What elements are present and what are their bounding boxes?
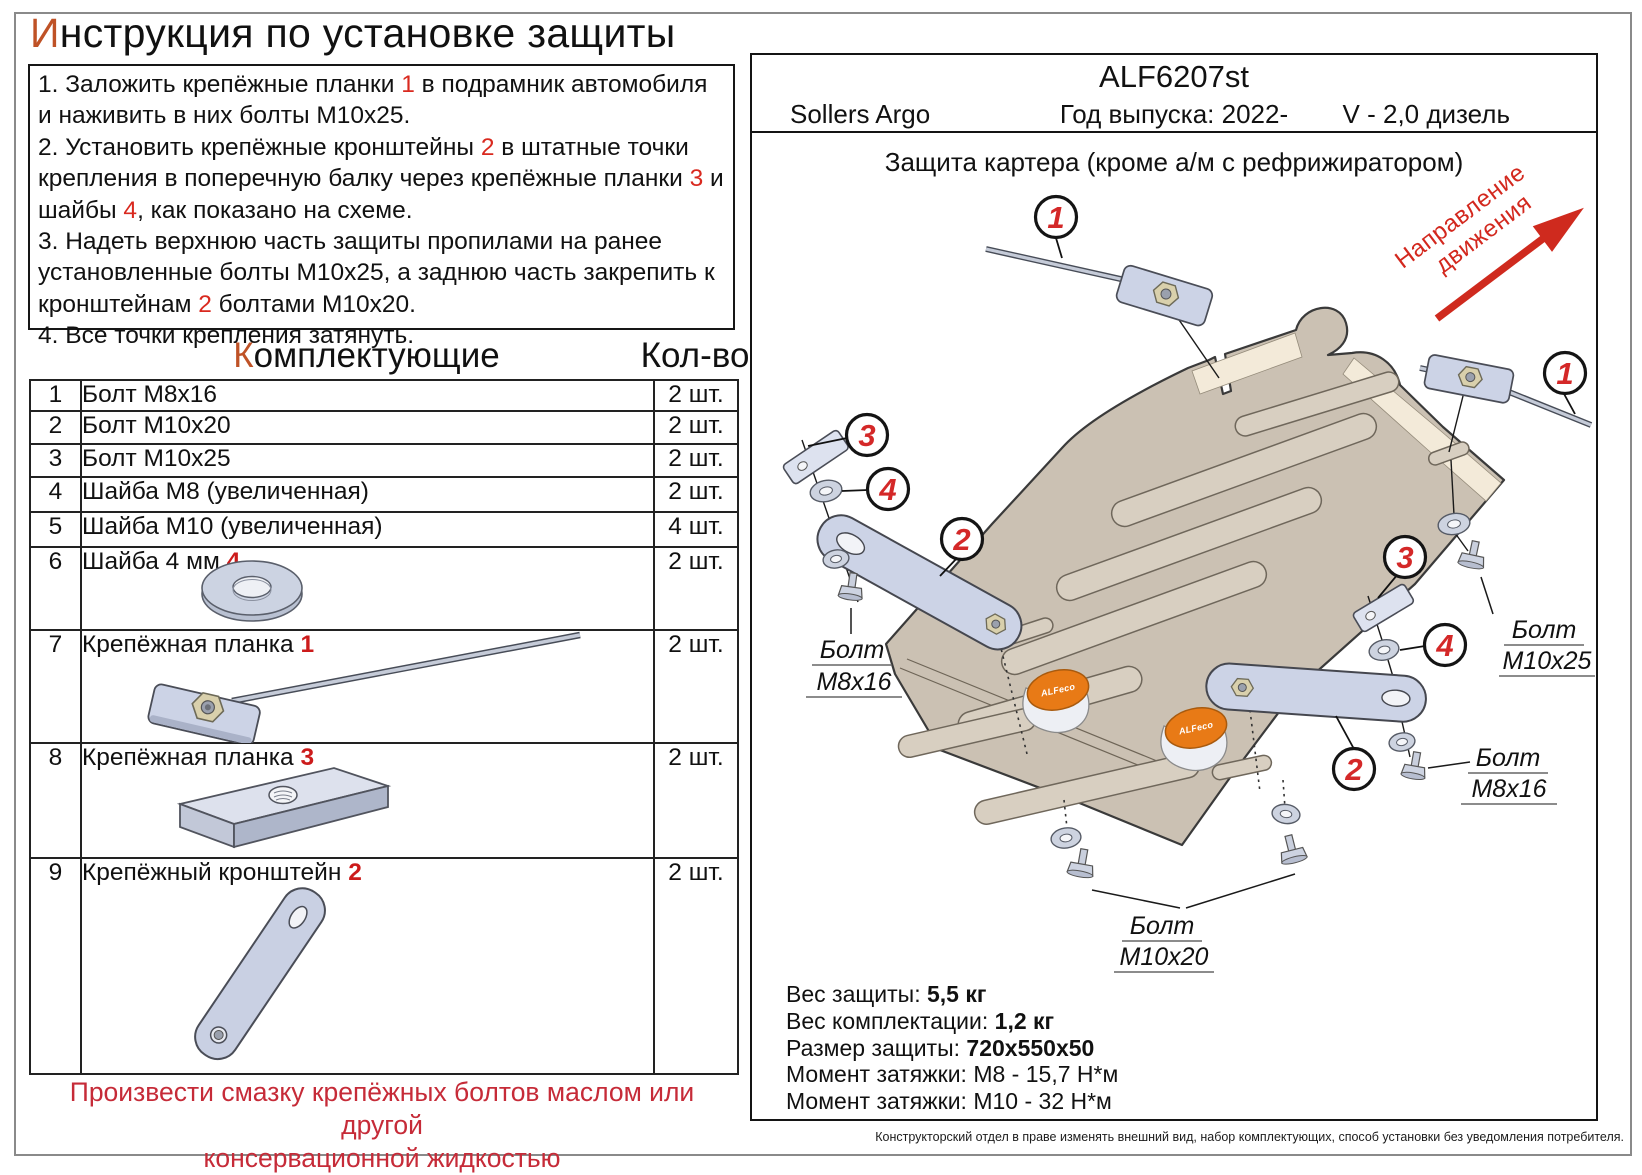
svg-text:Болт: Болт <box>1512 616 1577 644</box>
bar-plate-image <box>176 767 392 849</box>
parts-table-qty-header: Кол-во <box>640 336 750 375</box>
instruction-step-4: 4. Все точки крепления затянуть. <box>38 322 415 350</box>
callout-2-left: 2 <box>939 516 985 562</box>
table-row: 9 Крепёжный кронштейн 2 2 шт. <box>29 857 739 1075</box>
table-row: 6 Шайба 4 мм 4 2 шт. <box>29 546 739 631</box>
spec-size: Размер защиты: 720х550х50 <box>786 1034 1095 1061</box>
part-number: ALF6207st <box>1099 59 1249 94</box>
bracket-image <box>194 887 326 1061</box>
diagram-title: Защита картера (кроме а/м с рефрижиратор… <box>884 147 1464 177</box>
svg-text:М10х25: М10х25 <box>1503 647 1592 675</box>
table-row: 4 Шайба М8 (увеличенная) 2 шт. <box>29 476 739 513</box>
washer-icons <box>809 479 1471 849</box>
bolt-label-m10x25: Болт М10х25 <box>1499 616 1595 677</box>
spec-weight: Вес защиты: 5,5 кг <box>786 981 987 1007</box>
specs-block: Вес защиты: 5,5 кг Вес комплектации: 1,2… <box>786 981 1118 1115</box>
svg-text:1: 1 <box>1556 356 1573 391</box>
hidden-axis-lines <box>997 635 1286 829</box>
table-row: 8 Крепёжная планка 3 2 шт. <box>29 742 739 859</box>
bracket-left <box>816 514 1023 651</box>
svg-text:Болт: Болт <box>1476 744 1541 772</box>
instruction-step-3: 3. Надеть верхнюю часть защиты пропилами… <box>38 228 715 318</box>
svg-text:3: 3 <box>858 418 875 453</box>
table-row: 5 Шайба М10 (увеличенная) 4 шт. <box>29 511 739 548</box>
installation-instructions-box: 1. Заложить крепёжные планки 1 в подрамн… <box>28 64 735 349</box>
svg-text:4: 4 <box>878 472 896 507</box>
disclaimer-footer: Конструкторский отдел в праве изменять в… <box>875 1130 1624 1144</box>
bolt-label-m8x16-right: Болт М8х16 <box>1461 744 1557 805</box>
bolt-icons <box>837 539 1485 879</box>
instruction-step-1: 1. Заложить крепёжные планки 1 в подрамн… <box>38 71 708 130</box>
callout-leader-lines <box>807 237 1576 750</box>
model-year: Год выпуска: 2022- <box>1059 99 1289 129</box>
spec-torque-m10: Момент затяжки: М10 - 32 Н*м <box>786 1088 1112 1115</box>
callout-3-left: 3 <box>844 412 890 458</box>
clamp-plate-right <box>1352 583 1415 633</box>
svg-text:Болт: Болт <box>820 636 885 664</box>
svg-text:3: 3 <box>1396 540 1413 575</box>
svg-text:Болт: Болт <box>1130 912 1195 940</box>
table-row: 7 Крепёжная планка 1 2 шт. <box>29 629 739 744</box>
callout-markers: 1 1 3 4 2 3 4 2 <box>844 194 1588 792</box>
clamp-plate-left <box>782 429 849 485</box>
instruction-step-2: 2. Установить крепёжные кронштейны 2 в ш… <box>38 133 724 224</box>
svg-text:2: 2 <box>1344 752 1362 787</box>
callout-2-right: 2 <box>1331 746 1377 792</box>
parts-table: 1 Болт М8х16 2 шт. 2 Болт М10х20 2 шт. 3… <box>29 379 739 1075</box>
label-leader-lines <box>850 576 1494 909</box>
vehicle-name: Sollers Argo <box>790 99 931 129</box>
panel-header: ALF6207st Sollers Argo Год выпуска: 2022… <box>752 55 1596 133</box>
callout-3-right: 3 <box>1382 534 1428 580</box>
callout-1-right: 1 <box>1542 350 1588 396</box>
mount-strip-plate-top-left <box>1115 264 1214 327</box>
page-title: Инструкция по установке защиты <box>30 10 676 57</box>
engine-variant: V - 2,0 дизель <box>1342 99 1510 129</box>
table-row: 2 Болт М10х20 2 шт. <box>29 410 739 445</box>
table-row: 1 Болт М8х16 2 шт. <box>29 379 739 412</box>
bolt-label-m8x16-left: Болт М8х16 <box>806 636 902 698</box>
title-rest: нструкция по установке защиты <box>59 10 676 56</box>
svg-text:М8х16: М8х16 <box>1471 775 1546 803</box>
spec-torque-m8: Момент затяжки: М8 - 15,7 Н*м <box>786 1061 1119 1088</box>
callout-4-right: 4 <box>1422 622 1468 668</box>
callout-4-left: 4 <box>865 466 911 512</box>
svg-text:М10х20: М10х20 <box>1120 943 1209 971</box>
washer-image <box>201 560 303 622</box>
alfeco-plug-right: ALFeco <box>1160 707 1228 772</box>
title-first-letter: И <box>30 10 60 56</box>
bolt-label-m10x20: Болт М10х20 <box>1114 912 1214 973</box>
exploded-diagram: Направление движения <box>782 159 1595 973</box>
mount-strip-image <box>147 631 581 743</box>
svg-text:4: 4 <box>1435 628 1453 663</box>
spec-kit-weight: Вес комплектации: 1,2 кг <box>786 1007 1055 1034</box>
svg-text:М8х16: М8х16 <box>816 668 891 696</box>
direction-of-travel-arrow: Направление движения <box>1390 159 1584 322</box>
table-row: 3 Болт М10х25 2 шт. <box>29 443 739 478</box>
page-frame <box>14 12 1632 1156</box>
parts-table-title: Комплектующие <box>233 336 500 375</box>
bracket-right <box>1205 662 1427 723</box>
lubrication-note: Произвести смазку крепёжных болтов масло… <box>69 1077 695 1173</box>
callout-1-top: 1 <box>1033 194 1079 240</box>
mount-strip-plate-top-right <box>1423 354 1515 404</box>
alfeco-plug-left: ALFeco <box>1022 669 1090 734</box>
svg-text:1: 1 <box>1047 200 1064 235</box>
svg-text:2: 2 <box>952 522 970 557</box>
diagram-panel: ALF6207st Sollers Argo Год выпуска: 2022… <box>750 53 1598 1121</box>
